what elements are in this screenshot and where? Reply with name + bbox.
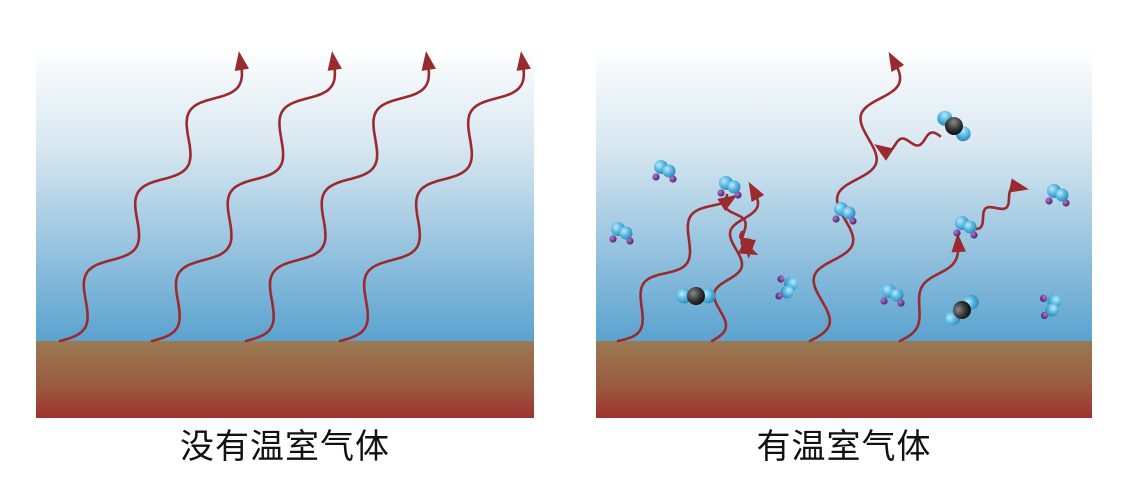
atom [842, 206, 856, 220]
water-vapor-molecule-icon [953, 216, 978, 239]
water-vapor-molecule-icon [832, 202, 857, 225]
atom [1062, 199, 1070, 207]
atom [880, 297, 888, 305]
atom [1055, 188, 1069, 202]
greenhouse-gas-molecules [609, 110, 1070, 326]
atom [669, 175, 677, 183]
atom [652, 173, 660, 181]
atom [832, 215, 840, 223]
infrared-radiation-arrow-icon [244, 56, 431, 343]
atom [897, 299, 905, 307]
water-vapor-molecule-icon [1045, 184, 1070, 207]
water-vapor-molecule-icon [880, 284, 905, 307]
arrowhead-icon [234, 51, 249, 71]
arrowhead-icon [327, 51, 342, 71]
water-vapor-molecule-icon [717, 176, 742, 199]
atom [1040, 311, 1049, 320]
water-vapor-molecule-icon [775, 275, 798, 300]
atom [945, 117, 963, 135]
carbon-dioxide-molecule-icon [937, 110, 971, 142]
left-radiation-arrows [58, 51, 531, 343]
carbon-dioxide-molecule-icon [676, 287, 716, 305]
ground-right [596, 341, 1092, 418]
atom [700, 288, 716, 304]
atom [780, 285, 794, 299]
atom [609, 235, 617, 243]
panel-with-greenhouse-gases [596, 46, 1092, 418]
arrowhead-icon [888, 51, 905, 72]
atom [890, 288, 904, 302]
atom [1045, 303, 1059, 317]
atom [619, 226, 633, 240]
atom [1045, 197, 1053, 205]
arrowhead-icon [421, 51, 436, 71]
infrared-radiation-arrow-icon [616, 197, 733, 343]
arrowhead-icon [951, 233, 966, 253]
arrowhead-icon [717, 194, 738, 212]
ground-left [36, 341, 534, 418]
water-vapor-molecule-icon [609, 222, 634, 245]
atom [1039, 294, 1048, 302]
sky-left [36, 46, 534, 342]
atom [687, 287, 705, 305]
infrared-radiation-arrow-icon [898, 238, 960, 343]
atom [727, 180, 741, 194]
arrowhead-icon [516, 51, 531, 71]
atom [849, 217, 857, 225]
atom [953, 301, 971, 319]
atom [777, 275, 785, 283]
infrared-radiation-arrow-icon [150, 56, 337, 343]
water-vapor-molecule-icon [1039, 294, 1062, 320]
infrared-radiation-arrow-icon [58, 56, 244, 343]
infrared-radiation-arrow-icon [338, 56, 526, 343]
arrowhead-icon [748, 181, 765, 202]
atom [717, 189, 725, 197]
atom [734, 191, 742, 199]
arrowhead-icon [738, 240, 759, 255]
infrared-radiation-arrow-icon [808, 56, 902, 343]
arrowhead-icon [1008, 178, 1029, 193]
atom [970, 231, 978, 239]
infrared-radiation-arrow-icon [710, 186, 760, 343]
panel-without-greenhouse-gases [36, 46, 534, 418]
sky-right [596, 46, 1092, 342]
atom [626, 237, 634, 245]
caption-without-greenhouse-gases: 没有温室气体 [180, 427, 390, 467]
right-radiation-arrows [616, 51, 1029, 343]
arrowhead-icon [874, 144, 894, 161]
atom [775, 292, 783, 300]
carbon-dioxide-molecule-icon [945, 294, 979, 326]
caption-with-greenhouse-gases: 有温室气体 [756, 427, 932, 467]
atom [963, 220, 977, 234]
atom [953, 229, 961, 237]
atom [662, 164, 676, 178]
water-vapor-molecule-icon [652, 160, 677, 183]
atom [676, 288, 692, 304]
